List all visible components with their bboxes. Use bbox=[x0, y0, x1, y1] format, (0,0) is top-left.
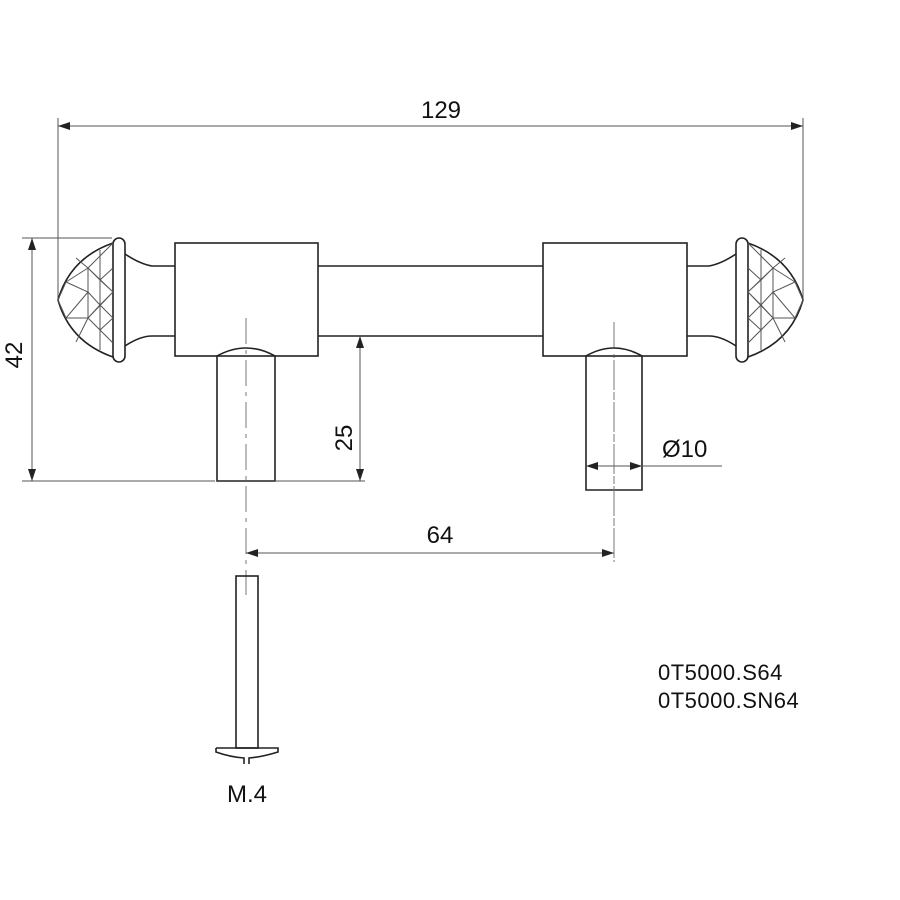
crystal-knob-left bbox=[57, 237, 175, 363]
post-left bbox=[216, 347, 276, 482]
dimension-post-diameter: Ø10 bbox=[586, 436, 722, 470]
product-code-2: 0T5000.SN64 bbox=[658, 688, 799, 713]
dimension-label-64: 64 bbox=[427, 522, 454, 549]
product-code-1: 0T5000.S64 bbox=[658, 660, 783, 685]
crystal-knob-right bbox=[687, 237, 804, 363]
dimension-label-25: 25 bbox=[331, 425, 358, 452]
dimension-height: 42 bbox=[1, 237, 215, 482]
mount-block-right bbox=[542, 242, 688, 357]
dimension-hole-spacing: 64 bbox=[246, 522, 614, 557]
dimension-label-42: 42 bbox=[1, 342, 28, 369]
dimension-overall-length: 129 bbox=[57, 97, 804, 300]
post-right bbox=[585, 347, 643, 491]
dimension-post-height: 25 bbox=[275, 336, 365, 482]
screw-label: M.4 bbox=[227, 781, 267, 808]
dimension-label-diameter: Ø10 bbox=[662, 436, 707, 463]
screw: M.4 bbox=[215, 575, 279, 808]
dimension-label-129: 129 bbox=[421, 97, 461, 124]
handle-bar bbox=[318, 265, 543, 337]
